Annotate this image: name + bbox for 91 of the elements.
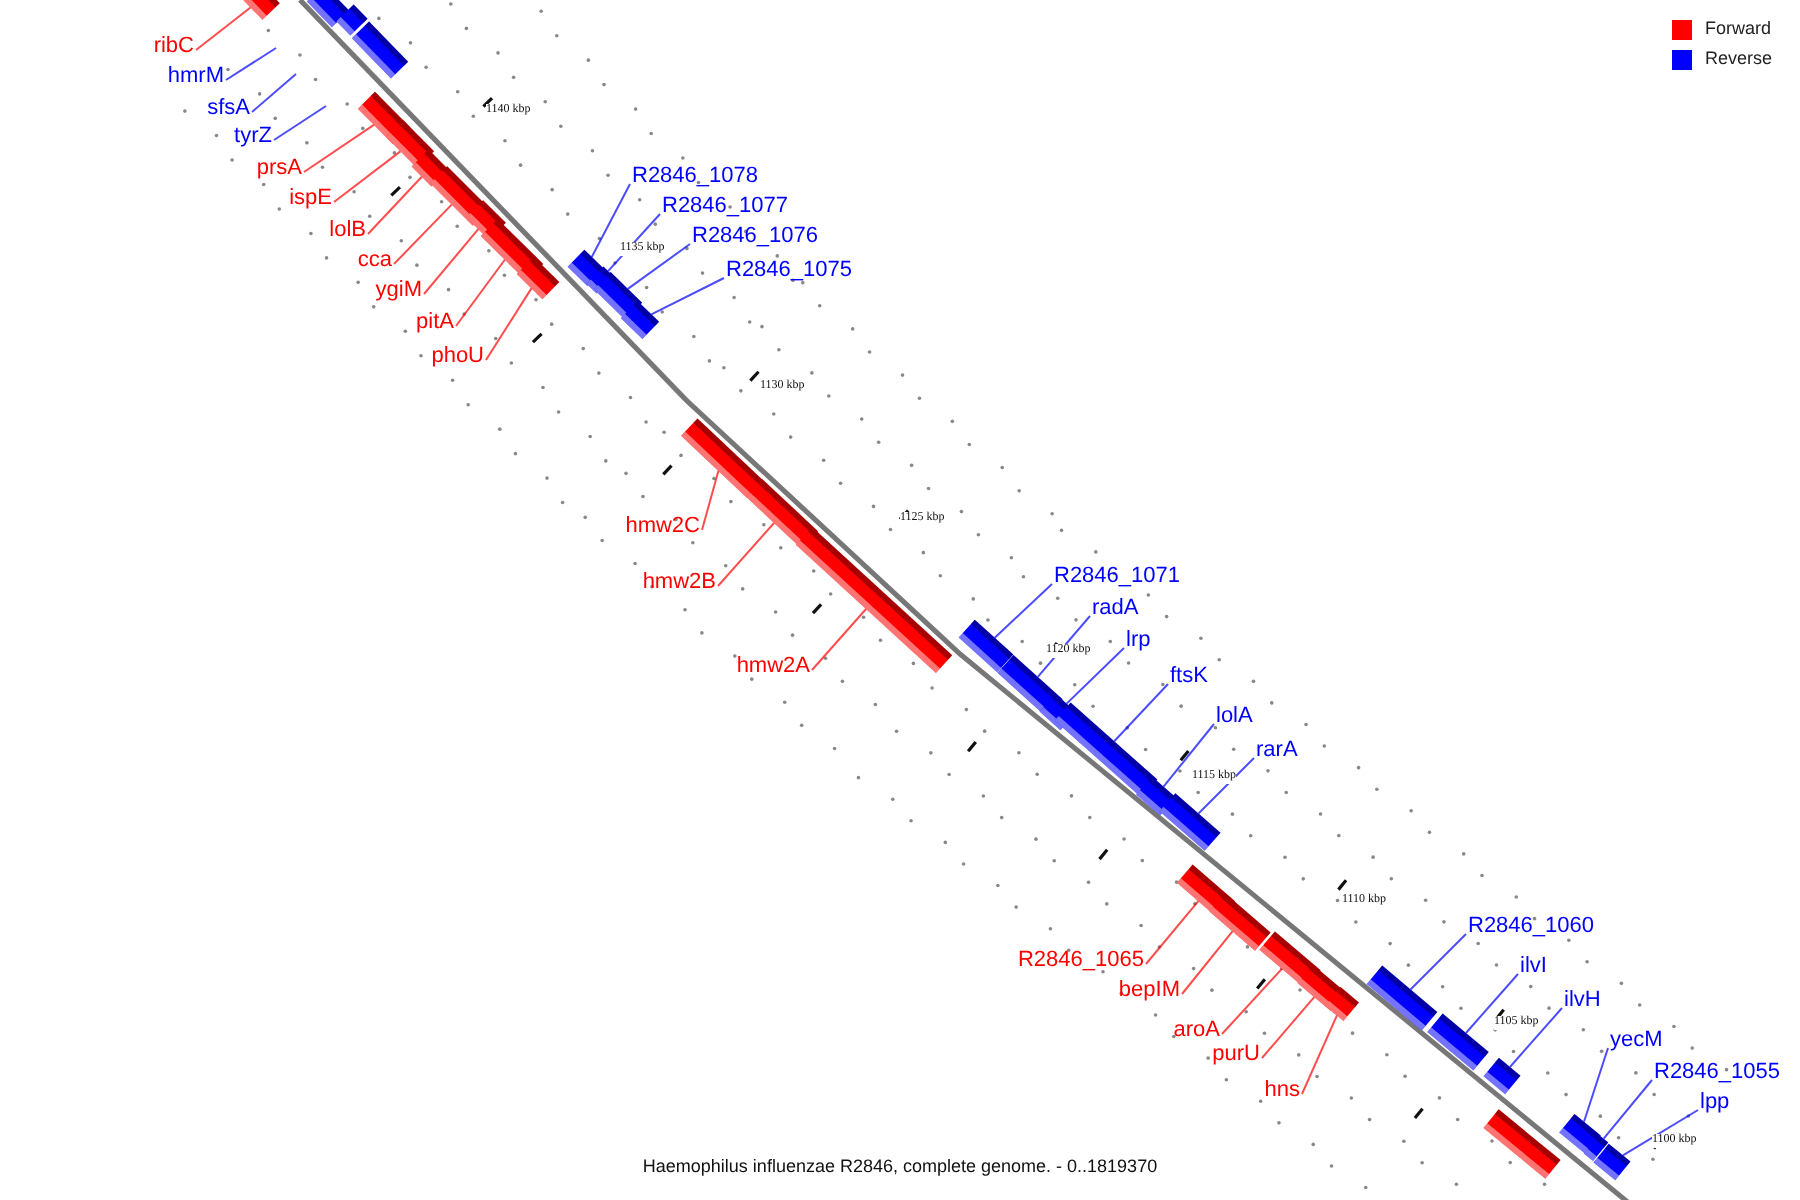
gene-label: R2846_1076 bbox=[692, 224, 819, 250]
leader-line bbox=[1145, 900, 1200, 965]
leader-line bbox=[303, 123, 375, 173]
leader-line bbox=[423, 228, 480, 295]
gene-label: ilvI bbox=[1520, 954, 1547, 980]
gene-block bbox=[240, 0, 280, 20]
leader-line bbox=[811, 608, 868, 671]
leader-line bbox=[195, 6, 252, 51]
gene-block bbox=[1593, 1143, 1631, 1181]
gene-label: ispE bbox=[289, 186, 332, 212]
gene-label: cca bbox=[357, 248, 392, 274]
gene-label: ygiM bbox=[375, 278, 422, 304]
gene-block bbox=[593, 272, 643, 320]
leader-line bbox=[607, 213, 661, 273]
leader-line bbox=[1508, 1007, 1563, 1068]
gene-block bbox=[746, 479, 818, 549]
leader-line bbox=[590, 183, 631, 258]
gene-block bbox=[306, 0, 350, 28]
leader-line bbox=[1181, 930, 1234, 995]
gene-label: ftsK bbox=[1170, 664, 1208, 690]
leader-line bbox=[1036, 615, 1091, 678]
gene-label: phoU bbox=[431, 344, 484, 370]
gene-block bbox=[567, 249, 605, 287]
gene-block bbox=[336, 4, 368, 36]
leader-line bbox=[273, 105, 327, 141]
leader-line bbox=[1113, 683, 1169, 743]
leader-line bbox=[455, 258, 506, 327]
leader-line bbox=[717, 521, 776, 587]
leader-line bbox=[1464, 973, 1519, 1034]
leader-line bbox=[225, 47, 277, 81]
gene-label: radA bbox=[1092, 596, 1139, 622]
leader-line bbox=[1301, 1014, 1338, 1095]
legend-label: Forward bbox=[1704, 18, 1771, 40]
gene-label: R2846_1071 bbox=[1054, 564, 1181, 590]
gene-label: R2846_1075 bbox=[726, 258, 853, 284]
leader-line bbox=[701, 470, 720, 531]
leader-line bbox=[1602, 1079, 1653, 1140]
leader-line bbox=[1162, 723, 1215, 788]
gene-block bbox=[1325, 987, 1359, 1021]
gene-block bbox=[386, 119, 434, 169]
gene-label: R2846_1077 bbox=[662, 194, 789, 220]
gene-label: R2846_1060 bbox=[1468, 914, 1595, 940]
leader-line bbox=[1583, 1047, 1609, 1123]
gene-block bbox=[516, 256, 560, 300]
gene-label: tyrZ bbox=[234, 124, 272, 150]
gene-block bbox=[1136, 776, 1176, 816]
leader-line bbox=[650, 277, 725, 316]
gene-block bbox=[620, 300, 660, 340]
gene-block bbox=[1559, 1113, 1601, 1155]
gene-label: hmw2A bbox=[736, 654, 810, 680]
gene-block bbox=[1427, 1013, 1489, 1071]
gene-block bbox=[1583, 1134, 1609, 1162]
leader-line bbox=[993, 583, 1053, 639]
gene-label: lolB bbox=[329, 218, 366, 244]
gene-label: ilvH bbox=[1564, 988, 1601, 1014]
gene-label: pitA bbox=[416, 310, 454, 336]
gene-block bbox=[1209, 893, 1271, 951]
leader-line bbox=[1065, 647, 1125, 705]
gene-label: lolA bbox=[1216, 704, 1253, 730]
gene-label: hmrM bbox=[167, 64, 224, 90]
gene-label: sfsA bbox=[207, 96, 250, 122]
leader-line bbox=[367, 175, 423, 235]
gene-label: rarA bbox=[1256, 738, 1298, 764]
gene-label: hns bbox=[1264, 1078, 1300, 1104]
gene-label: R2846_1065 bbox=[1017, 948, 1144, 974]
leader-line bbox=[1261, 996, 1316, 1059]
gene-label: hmw2B bbox=[642, 570, 716, 596]
leader-line bbox=[485, 287, 533, 361]
gene-label: yecM bbox=[1610, 1028, 1663, 1054]
leader-line bbox=[1221, 967, 1283, 1035]
caption: Haemophilus influenzae R2846, complete genome. - 0..1819370 bbox=[642, 1156, 1158, 1178]
gene-label: prsA bbox=[256, 156, 302, 182]
legend-label: Reverse bbox=[1704, 48, 1772, 70]
gene-label: purU bbox=[1212, 1042, 1260, 1068]
gene-label: R2846_1055 bbox=[1654, 1060, 1781, 1086]
gene-label: R2846_1078 bbox=[632, 164, 759, 190]
leader-line bbox=[626, 243, 691, 290]
leader-line bbox=[333, 150, 402, 203]
leader-line bbox=[393, 203, 453, 265]
leader-line bbox=[1197, 757, 1255, 815]
gene-label: aroA bbox=[1173, 1018, 1220, 1044]
gene-block bbox=[958, 619, 1014, 673]
leader-line bbox=[1409, 933, 1467, 991]
gene-label: bepIM bbox=[1118, 978, 1180, 1004]
leader-line bbox=[1621, 1109, 1699, 1157]
leader-line bbox=[251, 73, 297, 113]
gene-label: lrp bbox=[1126, 628, 1151, 654]
gene-block bbox=[1483, 1057, 1521, 1095]
gene-label: lpp bbox=[1700, 1090, 1730, 1116]
gene-label: hmw2C bbox=[625, 514, 700, 540]
gene-label: ribC bbox=[153, 34, 194, 60]
